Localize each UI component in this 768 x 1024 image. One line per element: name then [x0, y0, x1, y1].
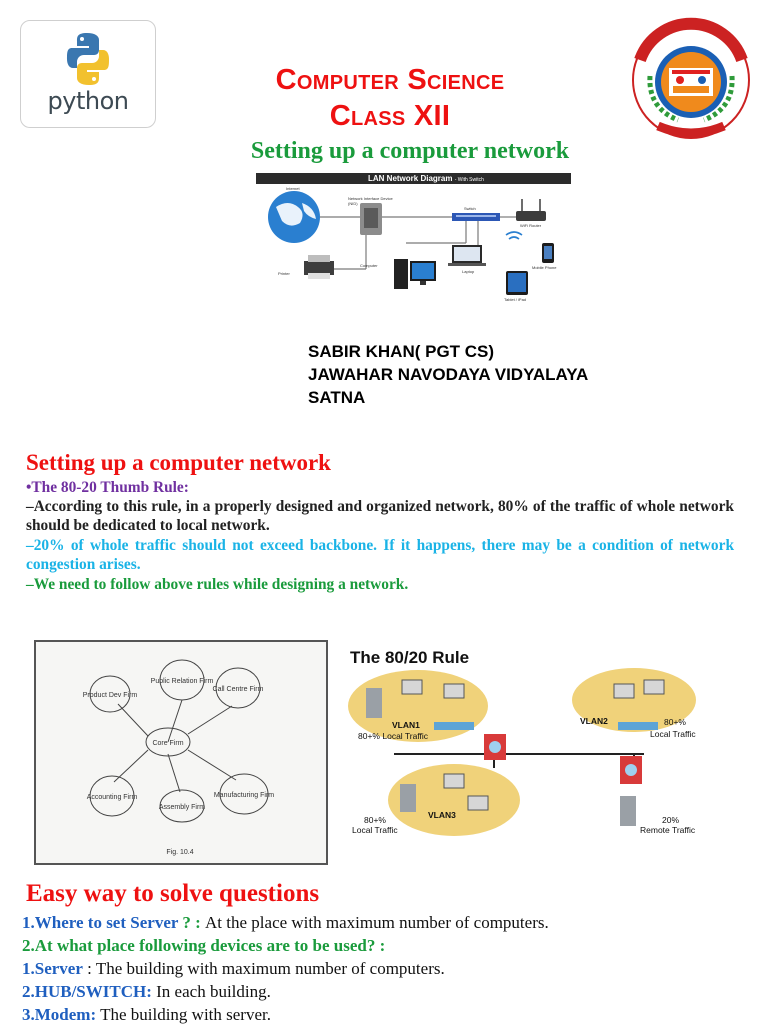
server-icon-vlan1: [366, 688, 382, 718]
vlan1-label: VLAN1: [392, 720, 420, 730]
switch-icon: [452, 213, 500, 221]
rule-8020-title: The 80/20 Rule: [350, 648, 470, 667]
jnv-emblem-icon: [631, 17, 751, 140]
firm-node-assembly: Assembly Firm: [159, 804, 205, 811]
answer-server-text: The building with maximum number of comp…: [95, 959, 445, 978]
computer-icon-vlan2-a: [613, 683, 635, 699]
vlan3-local-traffic-pct: 80+%: [364, 815, 386, 825]
answer-server-sep: :: [82, 959, 96, 978]
python-logo-text: python: [47, 87, 129, 115]
globe-icon: [268, 191, 320, 243]
questions-title: Easy way to solve questions: [26, 880, 320, 907]
nid-icon: [360, 203, 382, 235]
firm-diagram-graphic: Core Firm Public Relation Firm Call Cent…: [83, 659, 274, 856]
computer-icon-vlan3-b: [443, 773, 465, 789]
lan-diagram-title-sub: - With Switch: [454, 177, 484, 183]
lan-label-laptop: Laptop: [462, 269, 475, 274]
lan-diagram-title-main: LAN Network Diagram: [368, 174, 453, 183]
answer-hub-switch: 2.HUB/SWITCH: In each building.: [22, 981, 271, 1003]
lan-label-phone: Mobile Phone: [532, 265, 557, 270]
python-icon: [67, 33, 109, 85]
lan-diagram-title: LAN Network Diagram - With Switch: [368, 173, 484, 186]
computer-icon-vlan3-a: [400, 784, 416, 812]
computer-icon-vlan1-a: [401, 679, 423, 695]
answer-modem-label: 3.Modem:: [22, 1005, 97, 1024]
rule-8020-diagram: The 80/20 Rule VLAN1 80+% Local Traffic …: [344, 644, 716, 842]
author-city: SATNA: [308, 388, 366, 407]
question-server-location: 1.Where to set Server ? : At the place w…: [22, 912, 549, 934]
firm-network-diagram: Core Firm Public Relation Firm Call Cent…: [34, 640, 328, 865]
title-line-2: Class XII: [329, 100, 451, 132]
rule-paragraph-2: –20% of whole traffic should not exceed …: [26, 537, 734, 573]
question-server-location-sep: ? :: [178, 913, 206, 932]
router-icon-core-1: [484, 734, 506, 760]
computer-icon: [394, 259, 436, 289]
lan-label-internet: Internet: [286, 186, 300, 191]
vlan2-local-traffic-pct: 80+%: [664, 717, 686, 727]
vlan2-local-traffic-text: Local Traffic: [650, 729, 696, 739]
rule-slide-title: Setting up a computer network: [26, 450, 331, 475]
tablet-icon: [506, 271, 528, 295]
router-icon-core-2: [620, 756, 642, 784]
firm-node-accounting: Accounting Firm: [87, 794, 138, 801]
lan-diagram-graphic: [268, 191, 554, 295]
author-school: JAWAHAR NAVODAYA VIDYALAYA: [308, 365, 589, 384]
firm-node-public-relation: Public Relation Firm: [151, 678, 214, 685]
remote-traffic-text: Remote Traffic: [640, 825, 696, 835]
vlan1-local-traffic: 80+% Local Traffic: [358, 732, 428, 741]
wifi-icon: [505, 231, 523, 240]
rule-heading: •The 80-20 Thumb Rule:: [26, 479, 189, 496]
python-logo: python: [20, 20, 156, 128]
question-server-location-answer: At the place with maximum number of comp…: [205, 913, 549, 932]
lan-label-router: WiFi Router: [520, 223, 542, 228]
server-icon-remote: [620, 796, 636, 826]
remote-traffic-pct: 20%: [662, 815, 680, 825]
computer-icon-vlan1-b: [443, 683, 465, 699]
router-icon: [516, 199, 546, 221]
lan-label-computer: Computer: [360, 263, 378, 268]
answer-hub-switch-text: In each building.: [151, 982, 271, 1001]
question-device-placement-label: 2.At what place following devices are to…: [22, 936, 376, 955]
vlan1-local-traffic-pct: 80+%: [358, 731, 380, 741]
subtitle: Setting up a computer network: [250, 138, 570, 164]
question-server-location-label: 1.Where to set Server: [22, 913, 179, 932]
author-name: SABIR KHAN( PGT CS): [308, 342, 495, 361]
firm-figure-caption: Fig. 10.4: [166, 849, 193, 856]
answer-modem-text: The building with server.: [96, 1005, 271, 1024]
phone-icon: [542, 243, 554, 263]
vlan2-label: VLAN2: [580, 716, 608, 726]
rule-paragraph-3: –We need to follow above rules while des…: [26, 576, 409, 593]
rule-paragraph-1: –According to this rule, in a properly d…: [26, 498, 734, 534]
question-device-placement-sep: :: [375, 936, 386, 955]
computer-icon-vlan3-c: [467, 795, 489, 811]
firm-node-product-dev: Product Dev Firm: [83, 692, 138, 699]
answer-server: 1.Server : The building with maximum num…: [22, 958, 445, 980]
vlan1-local-traffic-text: Local Traffic: [382, 731, 429, 741]
answer-modem: 3.Modem: The building with server.: [22, 1004, 271, 1024]
lan-label-printer: Printer: [278, 271, 290, 276]
rule-8020-graphic: [348, 668, 696, 836]
firm-node-call-centre: Call Centre Firm: [213, 686, 264, 693]
printer-icon: [304, 255, 334, 279]
switch-icon-vlan1: [434, 722, 474, 730]
lan-network-diagram: LAN Network Diagram - With Switch: [256, 173, 571, 307]
laptop-icon: [448, 245, 486, 266]
vlan3-label: VLAN3: [428, 810, 456, 820]
lan-diagram-header: [256, 173, 571, 184]
switch-icon-vlan2: [618, 722, 658, 730]
lan-label-switch: Switch: [464, 206, 476, 211]
answer-hub-switch-label: 2.HUB/SWITCH:: [22, 982, 152, 1001]
firm-node-manufacturing: Manufacturing Firm: [214, 792, 274, 799]
question-device-placement: 2.At what place following devices are to…: [22, 935, 385, 957]
title-line-1: Computer Science: [275, 64, 505, 96]
firm-center-label: Core Firm: [152, 740, 183, 747]
computer-icon-vlan2-b: [643, 679, 665, 695]
answer-server-label: 1.Server: [22, 959, 83, 978]
vlan3-local-traffic-text: Local Traffic: [352, 825, 398, 835]
lan-label-tablet: Tablet / iPad: [504, 297, 527, 302]
lan-label-nid: Network Interface Device (NID): [348, 196, 393, 206]
